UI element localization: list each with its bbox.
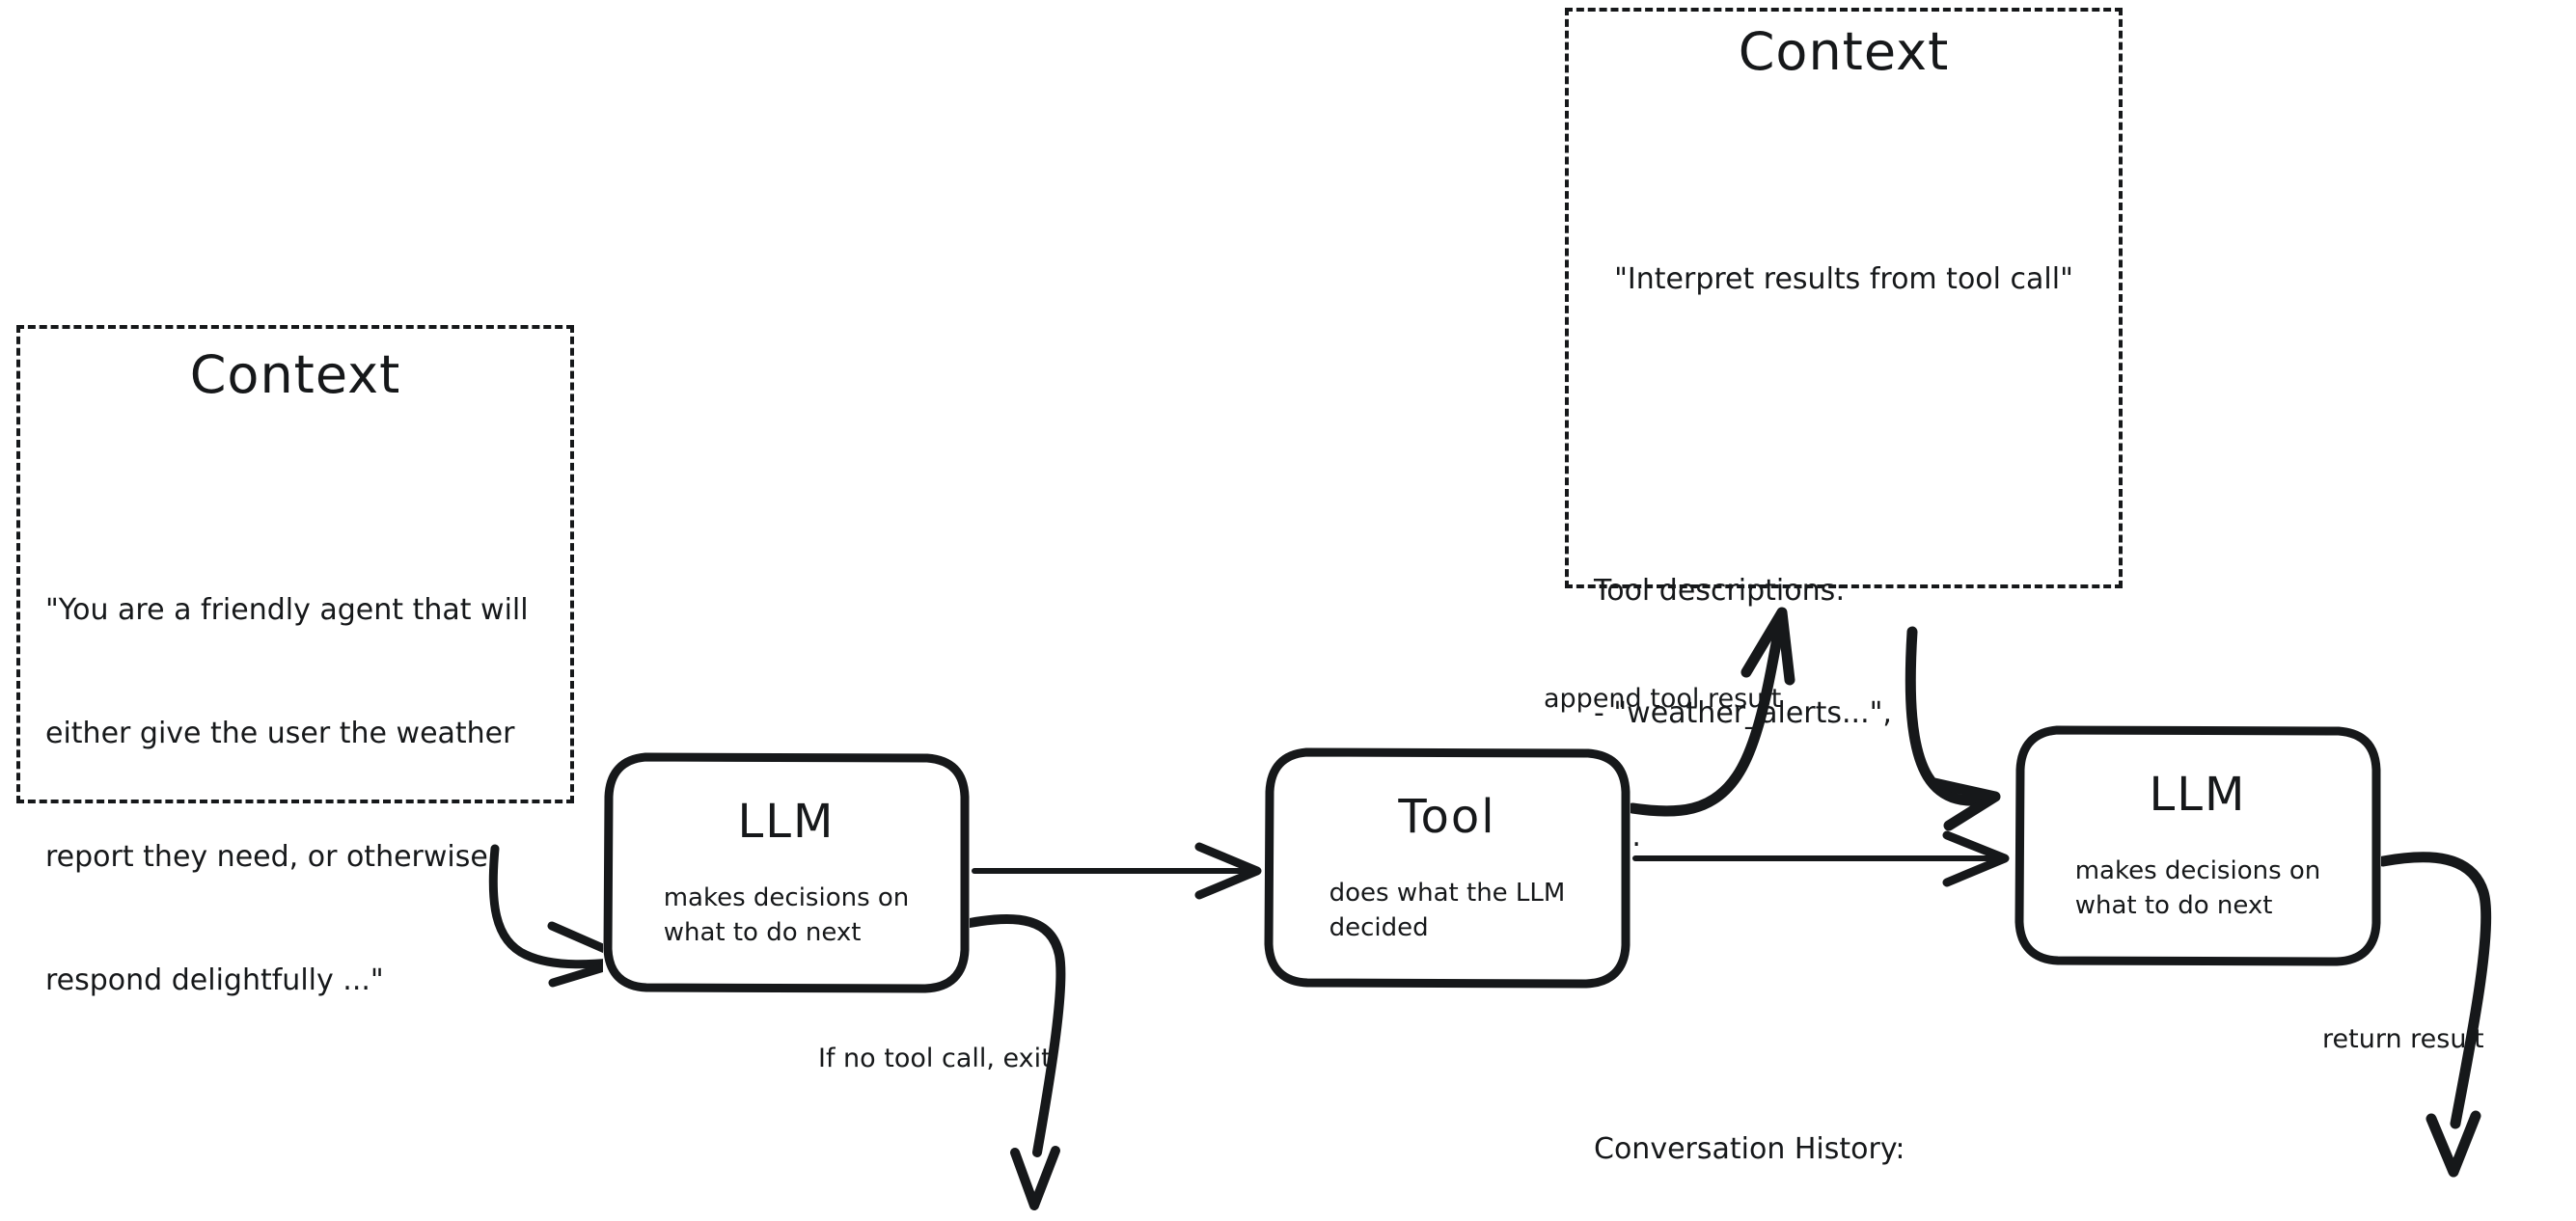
node-llm-second[interactable]: LLM makes decisions on what to do next <box>2014 725 2381 966</box>
node-tool-title: Tool <box>1398 790 1496 845</box>
context-right-title: Context <box>1738 21 1950 82</box>
arrow-tool-to-llm2 <box>1632 830 2010 887</box>
context-line: "You are a friendly agent that will <box>45 593 529 628</box>
arrow-return-result <box>2377 852 2492 1178</box>
node-llm-second-title: LLM <box>2149 768 2247 823</box>
context-right-body: "Interpret results from tool call" Tool … <box>1594 95 2094 1221</box>
edge-label-return-result: return result <box>2322 1024 2484 1054</box>
context-box-left: Context "You are a friendly agent that w… <box>16 325 574 997</box>
edge-label-exit: If no tool call, exit <box>818 1044 1052 1073</box>
arrow-llm-exit <box>965 914 1066 1210</box>
node-llm-first-title: LLM <box>737 795 836 850</box>
context-right-paragraph: "Interpret results from tool call" <box>1594 177 2094 383</box>
context-line: Conversation History: <box>1594 1132 1905 1167</box>
node-tool-subtitle: does what the LLM decided <box>1329 879 1566 942</box>
context-line: report they need, or otherwise <box>45 839 488 874</box>
context-line: "Interpret results from tool call" <box>1614 262 2073 297</box>
node-llm-second-outline <box>2014 725 2381 966</box>
node-tool-outline <box>1264 747 1631 989</box>
node-llm-first-outline <box>603 752 970 993</box>
context-box-right: Context "Interpret results from tool cal… <box>1565 8 2123 1166</box>
context-left-title: Context <box>189 344 401 405</box>
node-llm-second-subtitle: makes decisions on what to do next <box>2074 856 2321 920</box>
arrow-append-tool-result <box>1627 607 1795 817</box>
context-line: - "weather_alerts...", <box>1594 696 1892 731</box>
edge-label-append-tool-result: append tool result <box>1544 684 1782 714</box>
node-llm-first-subtitle: makes decisions on what to do next <box>663 883 910 947</box>
node-llm-first[interactable]: LLM makes decisions on what to do next <box>603 752 970 993</box>
context-line: respond delightfully ..." <box>45 963 384 997</box>
context-right-paragraph: Conversation History: - "user" : "Weathe… <box>1594 1047 2094 1221</box>
node-tool[interactable]: Tool does what the LLM decided <box>1264 747 1631 989</box>
arrow-llm-to-tool <box>972 842 1262 900</box>
arrow-context-to-llm2 <box>1905 626 2001 831</box>
context-left-body: "You are a friendly agent that will eith… <box>45 426 545 1221</box>
context-left-paragraph: "You are a friendly agent that will eith… <box>45 508 545 1083</box>
context-line: Tool descriptions: <box>1594 573 1846 608</box>
context-left-paragraph: Tool descriptions: - "weather_alerts..."… <box>45 1191 545 1221</box>
context-line: either give the user the weather <box>45 717 515 751</box>
